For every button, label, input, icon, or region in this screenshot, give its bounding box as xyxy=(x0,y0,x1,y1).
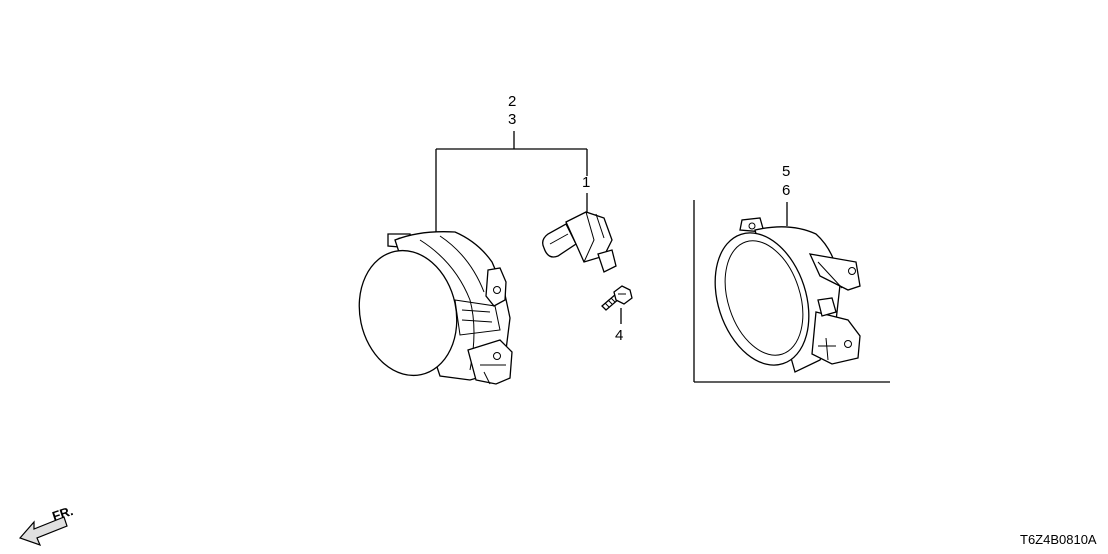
front-label: FR. xyxy=(50,503,75,524)
callout-5[interactable]: 5 xyxy=(782,163,790,180)
callout-4[interactable]: 4 xyxy=(615,327,623,344)
leader-lines xyxy=(435,131,890,383)
fog-light-unit[interactable] xyxy=(699,217,861,377)
bulb[interactable] xyxy=(542,211,617,273)
screw[interactable] xyxy=(601,285,633,311)
callout-6[interactable]: 6 xyxy=(782,182,790,199)
front-direction-arrow: FR. xyxy=(18,503,75,547)
diagram-code: T6Z4B0810A xyxy=(1020,532,1097,547)
callout-2[interactable]: 2 xyxy=(508,93,516,110)
callout-3[interactable]: 3 xyxy=(508,111,516,128)
fog-light-assembly[interactable] xyxy=(348,231,513,385)
callout-1[interactable]: 1 xyxy=(582,174,590,191)
arrow-icon xyxy=(18,516,68,547)
